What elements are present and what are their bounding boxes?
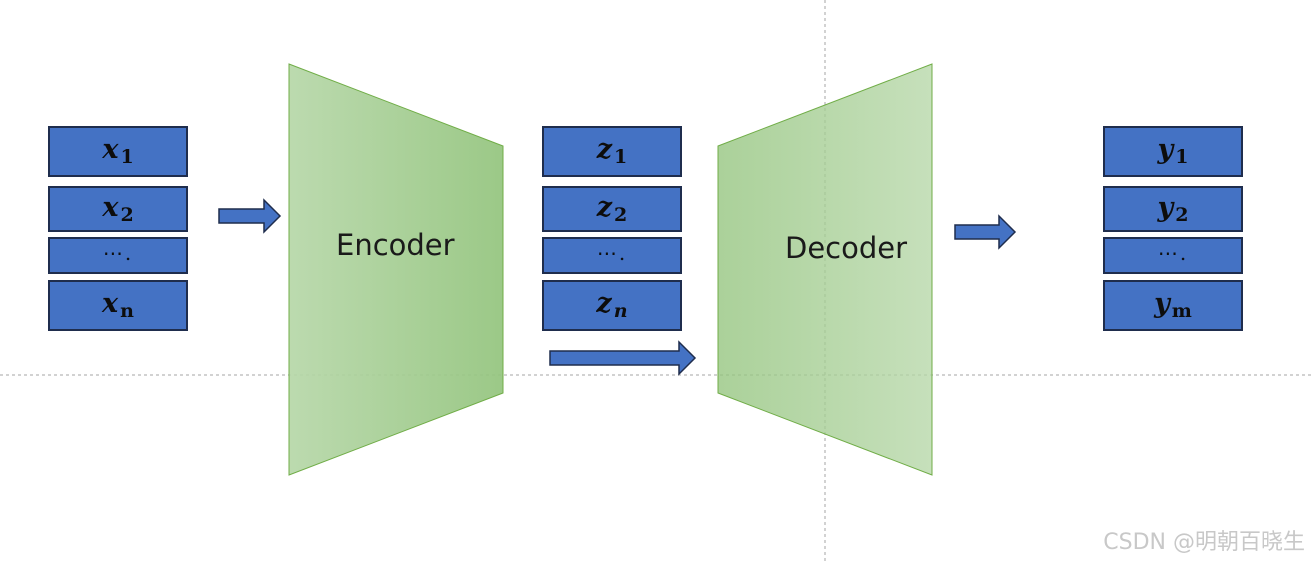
watermark: CSDN @明朝百晓生 xyxy=(1103,530,1305,555)
output-token-ellipsis: ⋯. xyxy=(1103,237,1243,274)
encoder-trapezoid xyxy=(288,63,504,476)
decoder-label: Decoder xyxy=(785,231,908,265)
arrow-input-to-encoder xyxy=(218,198,282,234)
decoder-trapezoid xyxy=(717,63,933,476)
input-token-ellipsis: ⋯. xyxy=(48,237,188,274)
latent-token-ellipsis: ⋯. xyxy=(542,237,682,274)
encoder-label: Encoder xyxy=(336,228,455,262)
arrow-latent-to-decoder xyxy=(549,340,697,376)
arrow-decoder-to-output xyxy=(954,214,1017,250)
